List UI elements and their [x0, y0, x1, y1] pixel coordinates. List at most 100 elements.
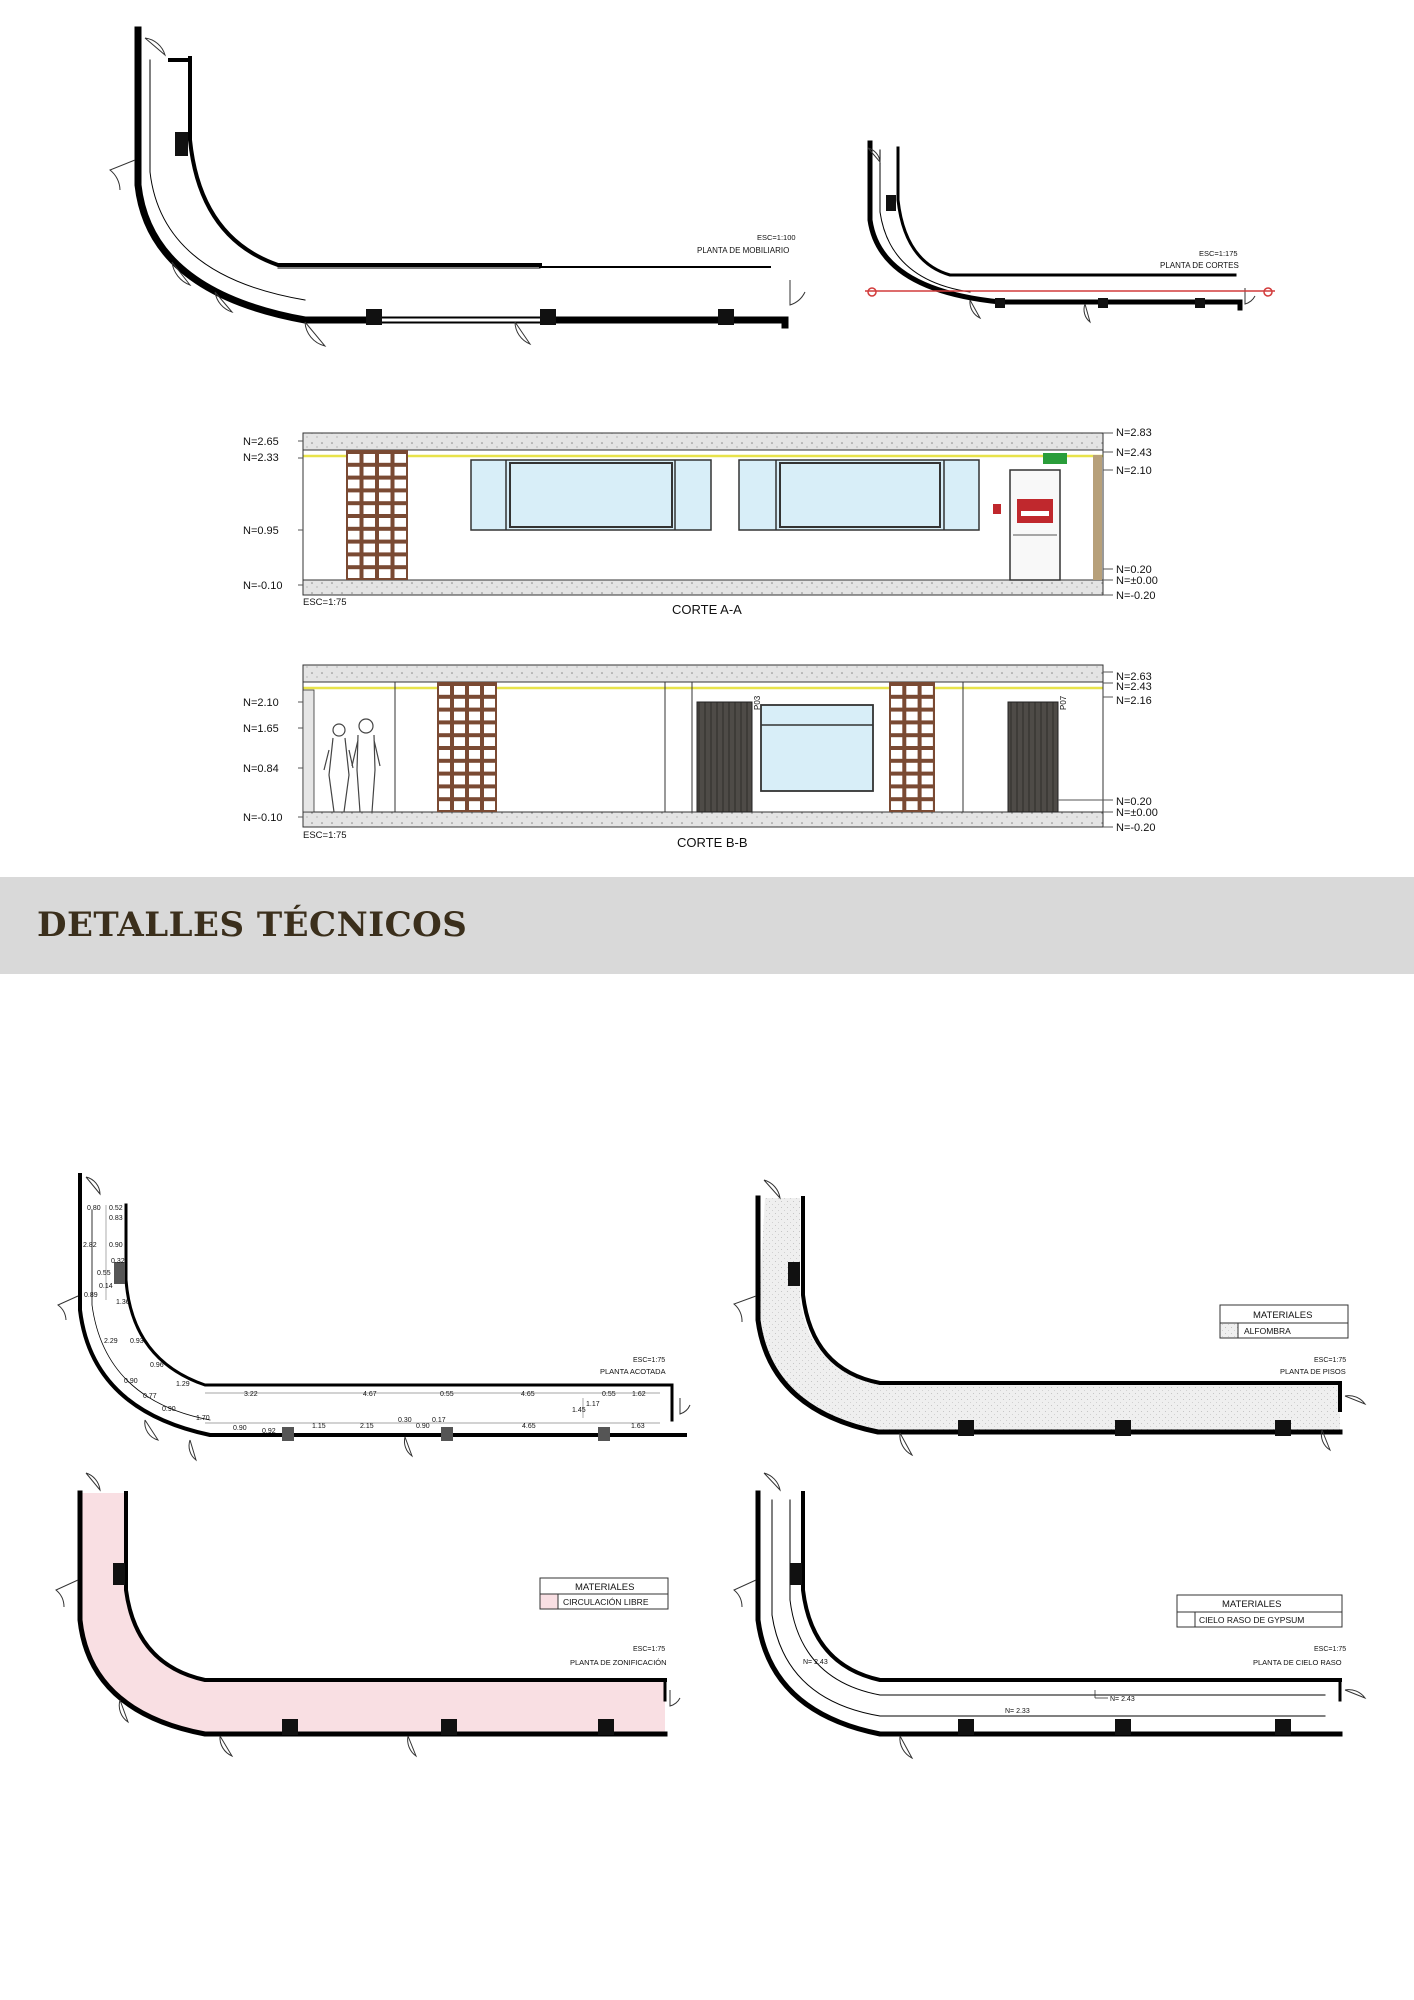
- brick-opening: [439, 724, 450, 734]
- brick-opening: [439, 762, 450, 772]
- zonificacion-legend-circulacion: CIRCULACIÓN LIBRE: [563, 1597, 649, 1607]
- brick-opening: [484, 686, 495, 695]
- aa-level-right-5: N=±0.00: [1116, 575, 1158, 587]
- bb-level-left-1: N=2.10: [243, 697, 279, 709]
- brick-opening: [891, 762, 903, 772]
- brick-opening: [921, 686, 933, 695]
- door-label-p03: P03: [753, 695, 762, 710]
- fire-alarm-icon: [993, 504, 1001, 514]
- brick-opening: [906, 775, 918, 785]
- section-b-b-brick-screen-2: [889, 682, 935, 812]
- brick-opening: [469, 788, 480, 798]
- dim-ci-4: 1.29: [176, 1381, 190, 1388]
- pisos-legend-header: MATERIALES: [1253, 1310, 1312, 1321]
- dim-ci-1: 2.29: [104, 1338, 118, 1345]
- brick-opening: [439, 686, 450, 695]
- brick-opening: [363, 479, 375, 489]
- brick-opening: [379, 466, 391, 476]
- brick-opening: [906, 711, 918, 721]
- dim-co-6: 0.92: [262, 1428, 276, 1435]
- section-a-a-brick-screen: [346, 450, 408, 580]
- brick-opening: [363, 492, 375, 502]
- brick-opening: [394, 479, 406, 489]
- dim-v-6: 0.32: [111, 1258, 125, 1265]
- brick-opening: [906, 750, 918, 759]
- bb-level-left-3: N=0.84: [243, 763, 279, 775]
- brick-opening: [484, 750, 495, 759]
- dim-co-4: 1.70: [196, 1415, 210, 1422]
- brick-opening: [379, 556, 391, 566]
- brick-opening: [394, 518, 406, 527]
- brick-opening: [921, 750, 933, 759]
- brick-opening: [394, 454, 406, 463]
- brick-opening: [348, 479, 360, 489]
- brick-opening: [469, 724, 480, 734]
- brick-opening: [454, 724, 465, 734]
- brick-opening: [348, 530, 360, 540]
- brick-opening: [906, 762, 918, 772]
- plan-cortes-title: PLANTA DE CORTES: [1160, 261, 1239, 270]
- plan-pisos-scale: ESC=1:75: [1314, 1357, 1346, 1364]
- plan-cielo-title: PLANTA DE CIELO RASO: [1253, 1658, 1342, 1667]
- brick-opening: [891, 775, 903, 785]
- section-a-a: N=2.65 N=2.33 N=0.95 N=-0.10 N=2.83 N=2.…: [243, 427, 1158, 617]
- plan-pisos: MATERIALES ALFOMBRA ESC=1:75 PLANTA DE P…: [733, 1179, 1367, 1457]
- dim-end-1: 1.45: [572, 1407, 586, 1414]
- plan-zonificacion-title: PLANTA DE ZONIFICACIÓN: [570, 1658, 667, 1667]
- dim-ci-3: 0.96: [150, 1362, 164, 1369]
- section-title-band: DETALLES TÉCNICOS: [0, 877, 1414, 974]
- brick-opening: [484, 698, 495, 708]
- dim-co-3: 0.90: [162, 1406, 176, 1413]
- brick-opening: [921, 801, 933, 810]
- dim-top-4: 4.65: [521, 1391, 535, 1398]
- brick-opening: [439, 801, 450, 810]
- brick-opening: [379, 530, 391, 540]
- section-b-b-brick-screen-1: [437, 682, 497, 812]
- aa-level-left-3: N=0.95: [243, 525, 279, 537]
- section-a-a-door: [1009, 469, 1061, 581]
- ceiling-level-3: N= 2.33: [1005, 1708, 1030, 1715]
- zonificacion-legend-header: MATERIALES: [575, 1582, 634, 1593]
- dim-bot-2: 2.15: [360, 1423, 374, 1430]
- bb-level-left-4: N=-0.10: [243, 812, 282, 824]
- dim-bot-5: 0.17: [432, 1417, 446, 1424]
- brick-opening: [921, 788, 933, 798]
- brick-opening: [921, 762, 933, 772]
- brick-opening: [379, 543, 391, 553]
- dim-top-3: 0.55: [440, 1391, 454, 1398]
- brick-opening: [348, 518, 360, 527]
- brick-opening: [484, 724, 495, 734]
- brick-opening: [454, 686, 465, 695]
- brick-opening: [484, 711, 495, 721]
- brick-opening: [891, 724, 903, 734]
- aa-level-right-2: N=2.43: [1116, 447, 1152, 459]
- brick-opening: [906, 724, 918, 734]
- brick-opening: [469, 801, 480, 810]
- plan-zonificacion-scale: ESC=1:75: [633, 1646, 665, 1653]
- brick-opening: [921, 698, 933, 708]
- dim-v-10: 1.36: [116, 1299, 130, 1306]
- aa-level-right-6: N=-0.20: [1116, 590, 1155, 602]
- bb-level-right-2: N=2.43: [1116, 681, 1152, 693]
- cielo-legend-gypsum: CIELO RASO DE GYPSUM: [1199, 1615, 1304, 1625]
- dim-v-9: 0.89: [84, 1292, 98, 1299]
- brick-opening: [906, 788, 918, 798]
- brick-opening: [379, 479, 391, 489]
- aa-level-right-1: N=2.83: [1116, 427, 1152, 439]
- bb-level-right-5: N=±0.00: [1116, 807, 1158, 819]
- brick-opening: [363, 454, 375, 463]
- plan-acotada-scale: ESC=1:75: [633, 1357, 665, 1364]
- brick-opening: [454, 698, 465, 708]
- aa-level-right-4: N=0.20: [1116, 564, 1152, 576]
- section-a-a-windows: [470, 459, 980, 531]
- dim-bot-1: 1.15: [312, 1423, 326, 1430]
- brick-opening: [454, 788, 465, 798]
- brick-opening: [439, 788, 450, 798]
- brick-opening: [394, 569, 406, 578]
- brick-opening: [363, 569, 375, 578]
- plan-mobiliario-title: PLANTA DE MOBILIARIO: [697, 246, 789, 255]
- brick-opening: [454, 750, 465, 759]
- aa-level-left-2: N=2.33: [243, 452, 279, 464]
- dim-bot-3: 0.30: [398, 1417, 412, 1424]
- plan-acotada: 0.80 0.52 0.83 2.82 0.90 0.32 0.55 0.14 …: [57, 1173, 691, 1462]
